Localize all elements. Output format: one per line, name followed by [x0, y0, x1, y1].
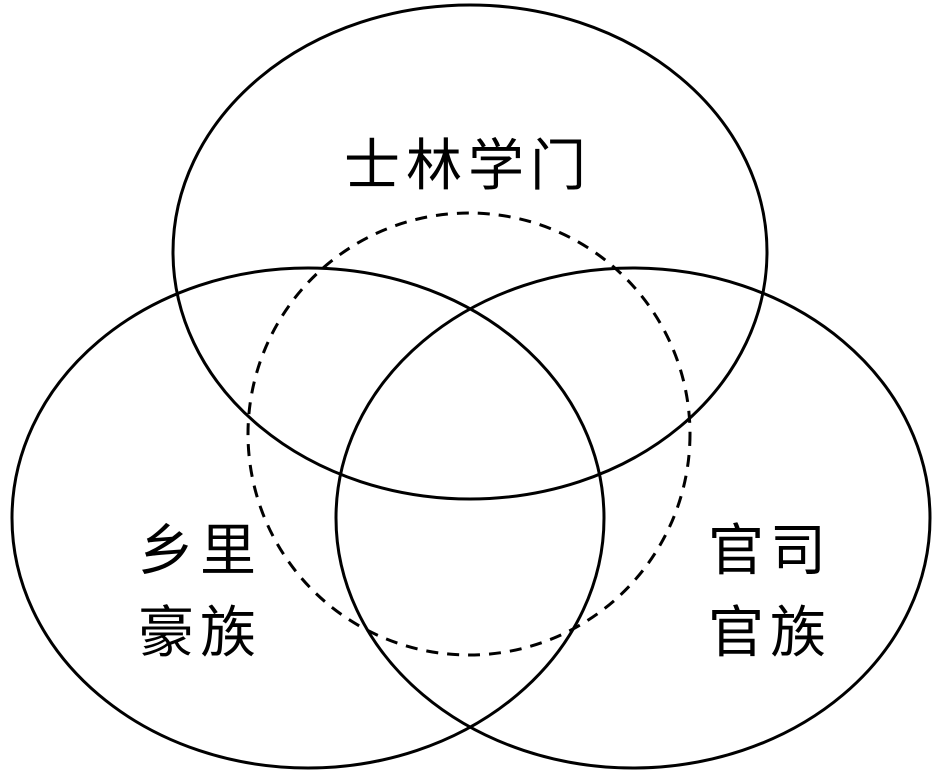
top-set-ellipse — [171, 3, 769, 501]
left-set-ellipse — [10, 266, 606, 770]
left-set-label-line2: 豪族 — [138, 601, 262, 666]
right-set-ellipse — [334, 266, 932, 770]
top-set-label: 士林学门 — [344, 134, 592, 199]
center-dashed-circle — [246, 211, 692, 657]
right-set-label-line2: 官族 — [708, 601, 832, 666]
right-set-label-line1: 官司 — [708, 519, 832, 584]
left-set-label-line1: 乡里 — [138, 519, 262, 584]
